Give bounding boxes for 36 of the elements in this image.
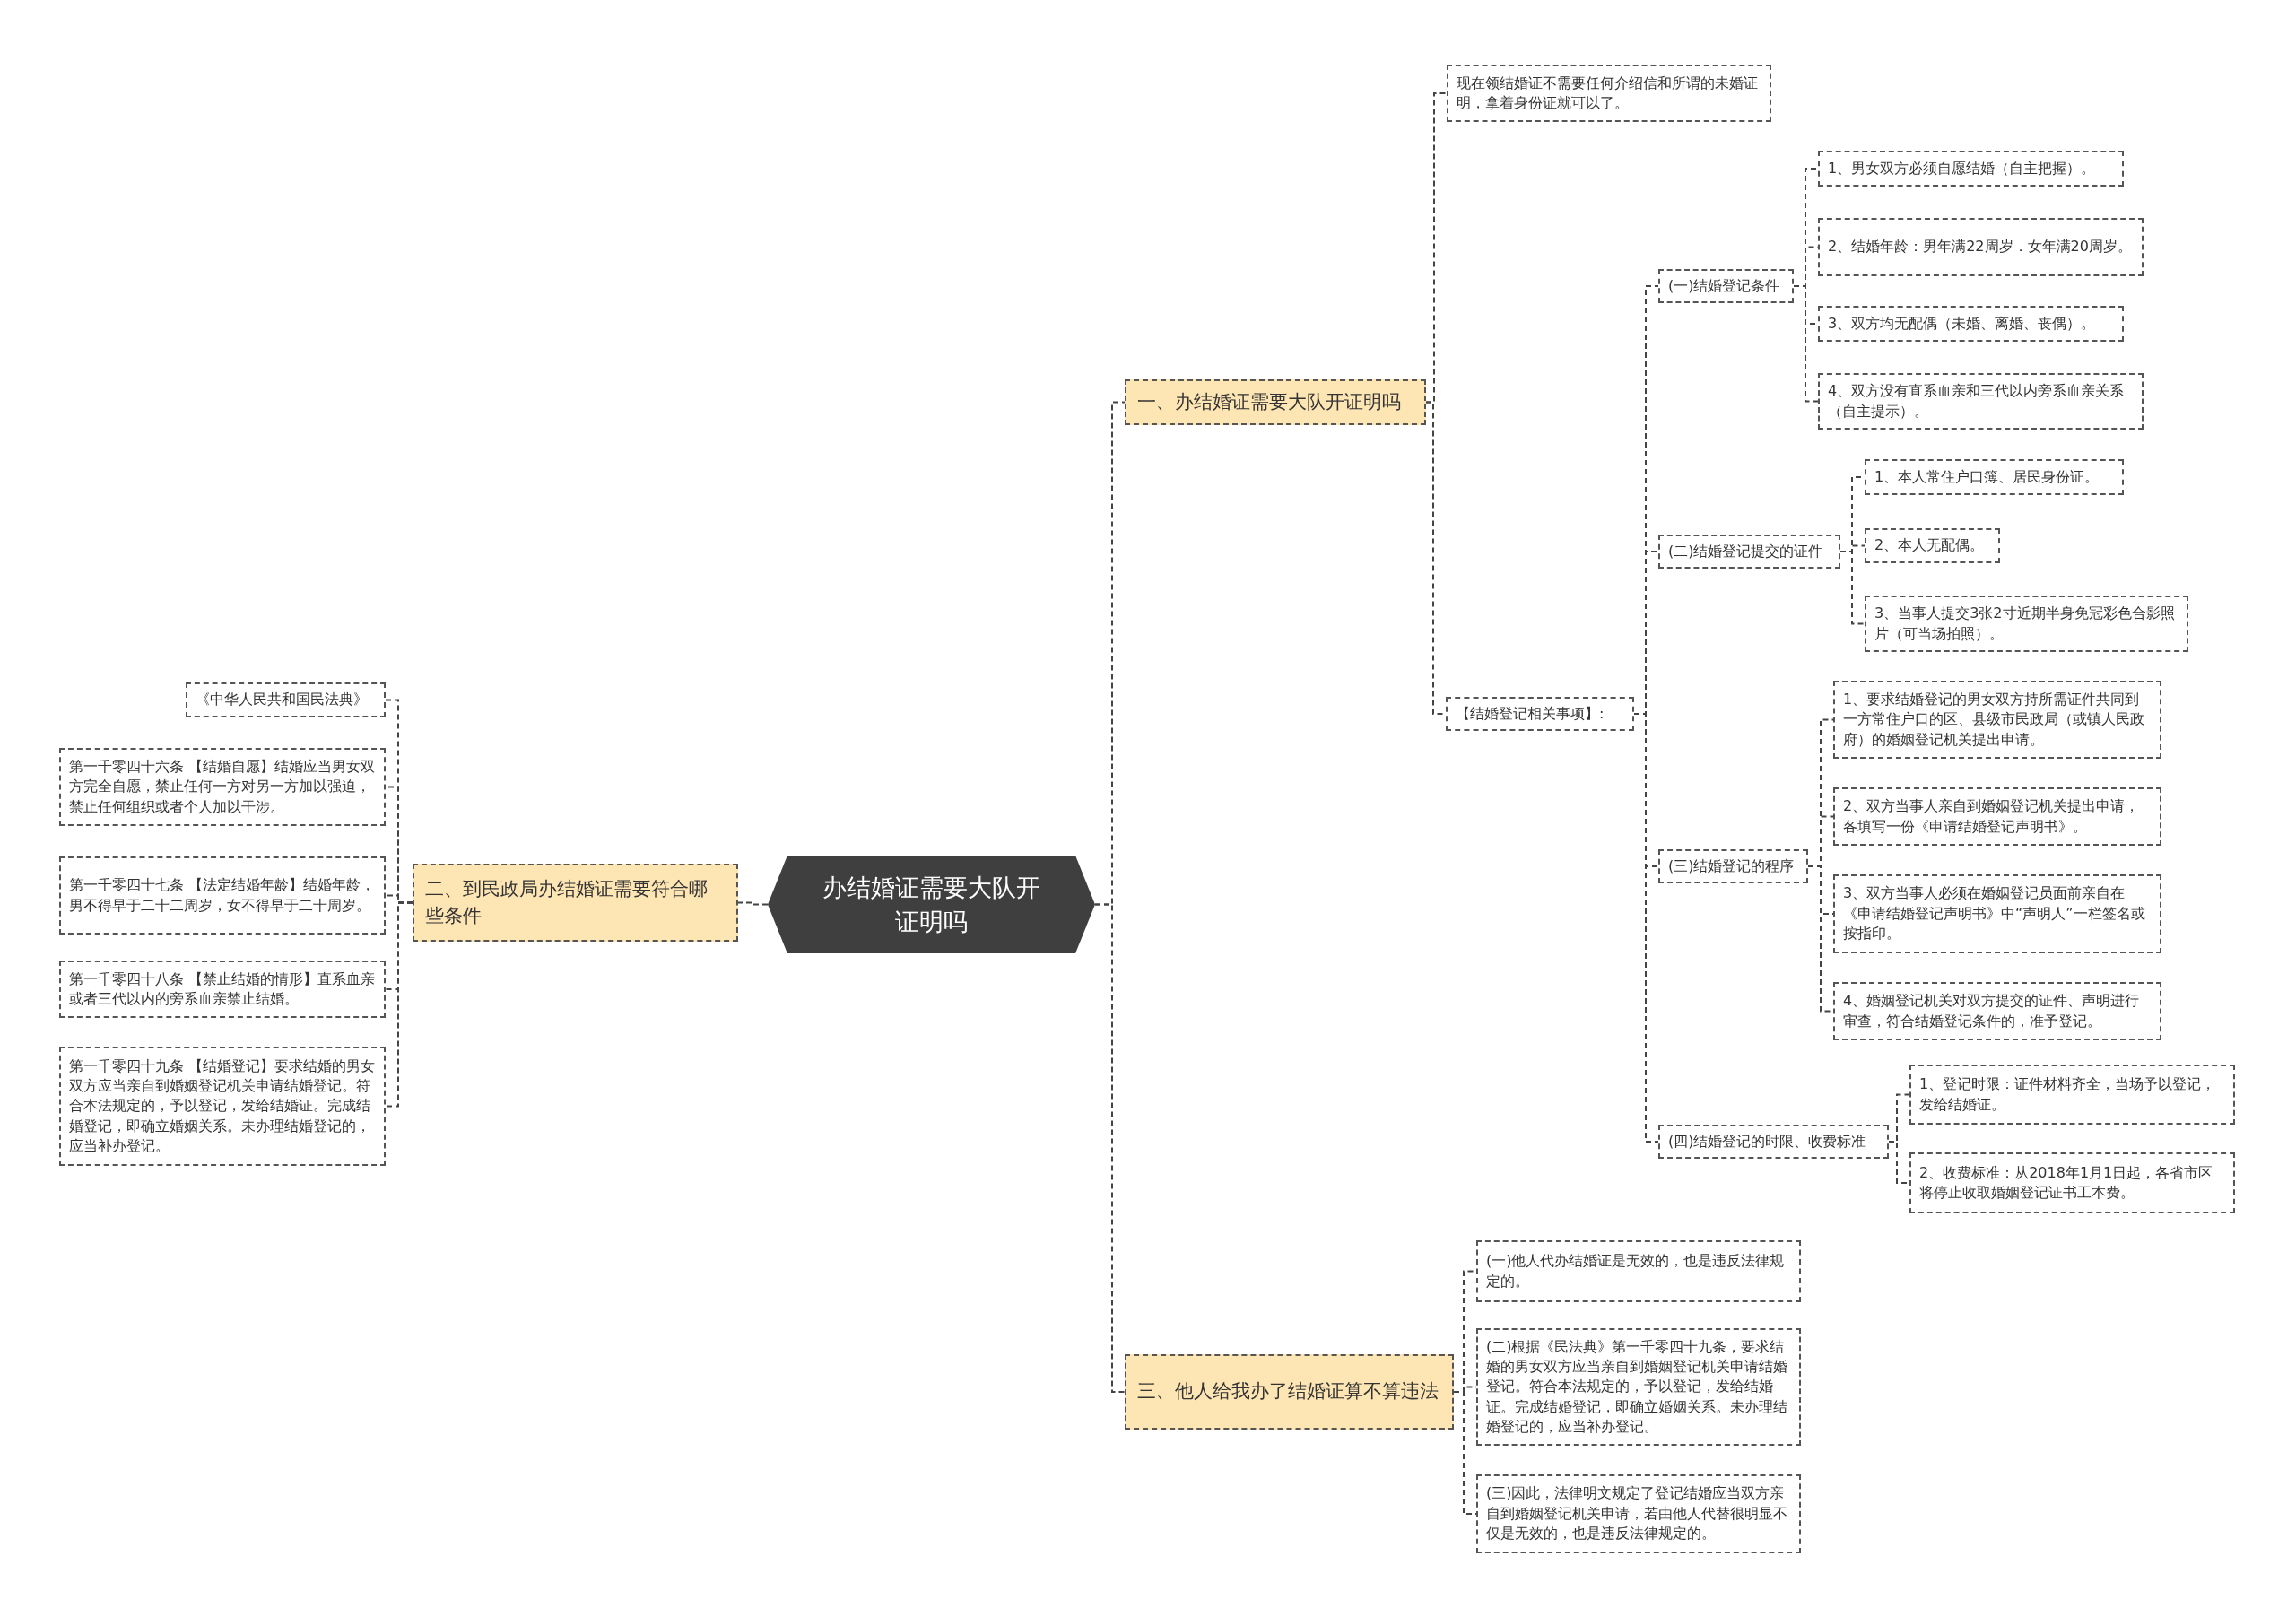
subtopic-box: (三)结婚登记的程序 bbox=[1658, 849, 1808, 883]
connector-line bbox=[385, 901, 413, 1108]
subtopic-box: 第一千零四十九条 【结婚登记】要求结婚的男女双方应当亲自到婚姻登记机关申请结婚登记。符合本法规定的，予以登记，发给结婚证。完成结婚登记，即确立婚姻关系。未办理结婚登记的，应当补办登记。 bbox=[59, 1047, 386, 1166]
subtopic-box: 3、双方当事人必须在婚姻登记员面前亲自在《申请结婚登记声明书》中“声明人”一栏签名或按指印。 bbox=[1833, 874, 2161, 953]
subtopic-box: (二)结婚登记提交的证件 bbox=[1658, 535, 1840, 569]
subtopic-box: 4、双方没有直系血亲和三代以内旁系血亲关系（自主提示）。 bbox=[1818, 373, 2144, 430]
connector-line bbox=[1094, 903, 1126, 1393]
subtopic-box: 2、双方当事人亲自到婚姻登记机关提出申请，各填写一份《申请结婚登记声明书》。 bbox=[1833, 787, 2161, 846]
subtopic-box: 3、当事人提交3张2寸近期半身免冠彩色合影照片（可当场拍照）。 bbox=[1865, 596, 2188, 652]
subtopic-box: 1、本人常住户口簿、居民身份证。 bbox=[1865, 459, 2124, 495]
subtopic-box: (四)结婚登记的时限、收费标准 bbox=[1658, 1125, 1889, 1159]
subtopic-box: 2、结婚年龄：男年满22周岁．女年满20周岁。 bbox=[1818, 218, 2144, 276]
subtopic-box: 1、男女双方必须自愿结婚（自主把握）。 bbox=[1818, 151, 2124, 187]
subtopic-box: 1、登记时限：证件材料齐全，当场予以登记，发给结婚证。 bbox=[1909, 1065, 2235, 1125]
central-topic-box: 办结婚证需要大队开证明吗 bbox=[768, 856, 1095, 953]
subtopic-box: 《中华人民共和国民法典》 bbox=[186, 682, 386, 717]
subtopic-box: 2、收费标准：从2018年1月1日起，各省市区将停止收取婚姻登记证书工本费。 bbox=[1909, 1152, 2235, 1213]
connector-line bbox=[1793, 285, 1819, 403]
subtopic-box: 2、本人无配偶。 bbox=[1865, 528, 2000, 563]
subtopic-box: 1、要求结婚登记的男女双方持所需证件共同到一方常住户口的区、县级市民政局（或镇人民政府）的婚姻登记机关提出申请。 bbox=[1833, 681, 2161, 759]
subtopic-box: 第一千零四十六条 【结婚自愿】结婚应当男女双方完全自愿，禁止任何一方对另一方加以强迫，禁止任何组织或者个人加以干涉。 bbox=[59, 748, 386, 826]
subtopic-box: 第一千零四十八条 【禁止结婚的情形】直系血亲或者三代以内的旁系血亲禁止结婚。 bbox=[59, 961, 386, 1018]
branch-topic-box: 一、办结婚证需要大队开证明吗 bbox=[1125, 379, 1426, 425]
subtopic-box: 第一千零四十七条 【法定结婚年龄】结婚年龄，男不得早于二十二周岁，女不得早于二十周岁。 bbox=[59, 856, 386, 935]
subtopic-box: (一)他人代办结婚证是无效的，也是违反法律规定的。 bbox=[1476, 1240, 1801, 1302]
subtopic-box: (三)因此，法律明文规定了登记结婚应当双方亲自到婚姻登记机关申请，若由他人代替很明显不仅是无效的，也是违反法律规定的。 bbox=[1476, 1474, 1801, 1553]
branch-topic-box: 三、他人给我办了结婚证算不算违法 bbox=[1125, 1354, 1454, 1430]
subtopic-box: 现在领结婚证不需要任何介绍信和所谓的未婚证明，拿着身份证就可以了。 bbox=[1447, 65, 1771, 122]
subtopic-box: (二)根据《民法典》第一千零四十九条，要求结婚的男女双方应当亲自到婚姻登记机关申请结婚登记。符合本法规定的，予以登记，发给结婚证。完成结婚登记，即确立婚姻关系。未办理结婚登记的，应当补办登记。 bbox=[1476, 1328, 1801, 1446]
subtopic-box: 4、婚姻登记机关对双方提交的证件、声明进行审查，符合结婚登记条件的，准予登记。 bbox=[1833, 982, 2161, 1040]
subtopic-box: 【结婚登记相关事项】: bbox=[1446, 697, 1634, 731]
branch-topic-box: 二、到民政局办结婚证需要符合哪些条件 bbox=[413, 864, 738, 942]
subtopic-box: (一)结婚登记条件 bbox=[1658, 269, 1794, 303]
connector-line bbox=[737, 901, 769, 906]
connector-line bbox=[1839, 551, 1866, 625]
subtopic-box: 3、双方均无配偶（未婚、离婚、丧偶）。 bbox=[1818, 306, 2124, 342]
